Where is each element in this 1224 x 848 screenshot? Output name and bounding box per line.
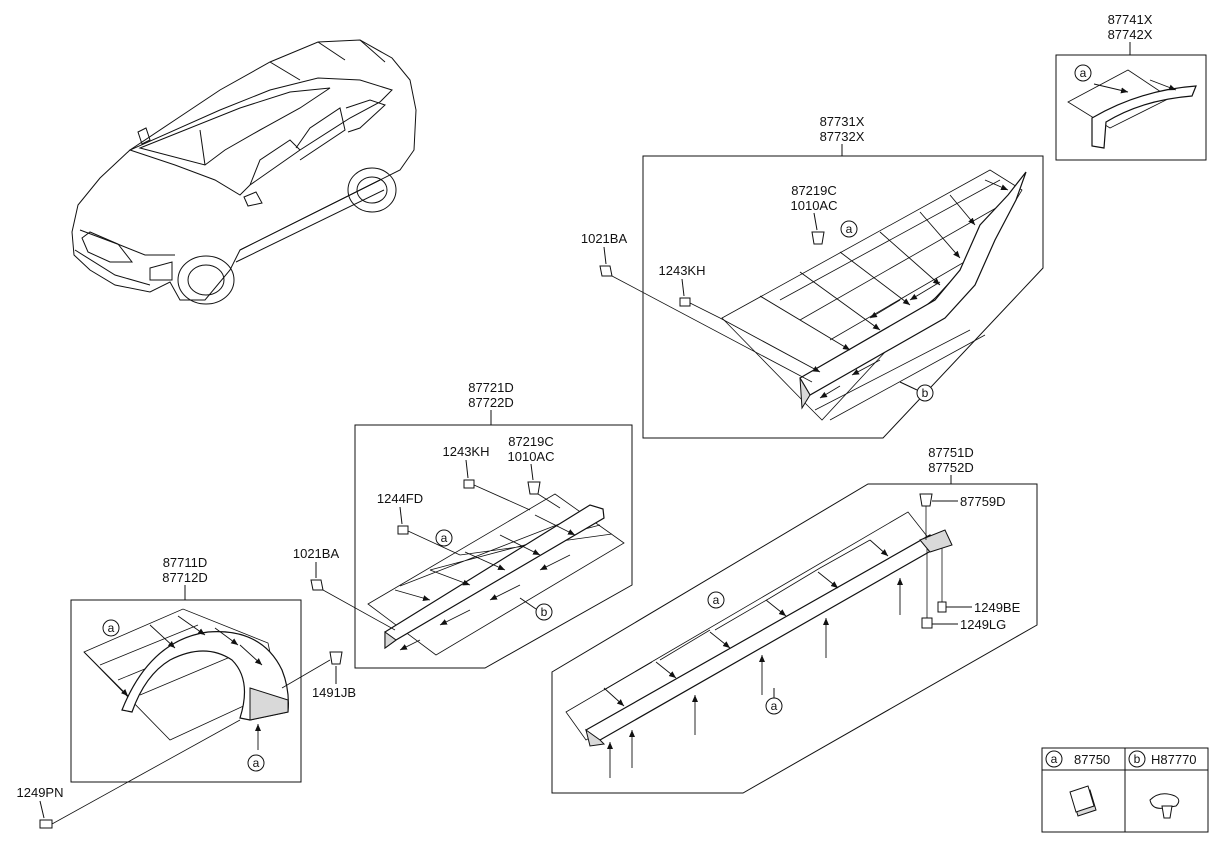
svg-text:a: a	[1051, 752, 1058, 766]
rocker-molding-87731x	[799, 171, 1027, 396]
clip-87219c-upper	[811, 231, 825, 245]
part-number-87751d: 87751D	[928, 445, 974, 460]
svg-text:1249LG: 1249LG	[960, 617, 1006, 632]
fastener-1249be: 1249BE	[937, 548, 1021, 615]
part-number-1010ac-mid: 1010AC	[508, 449, 555, 464]
part-number-87711d: 87711D	[163, 555, 208, 570]
legend-b-part-number: H87770	[1151, 752, 1197, 767]
svg-text:a: a	[108, 621, 115, 635]
callout-b-87731x: b	[916, 384, 934, 402]
part-number-87742x: 87742X	[1108, 27, 1153, 42]
svg-text:1244FD: 1244FD	[377, 491, 423, 506]
part-number-87732x: 87732X	[820, 129, 865, 144]
svg-text:a: a	[441, 531, 448, 545]
fastener-87759d: 87759D	[919, 493, 1006, 540]
svg-text:b: b	[541, 605, 548, 619]
svg-text:a: a	[253, 756, 260, 770]
svg-text:1491JB: 1491JB	[312, 685, 356, 700]
fastener-1021ba-upper: 1021BA	[581, 231, 813, 383]
fastener-1249pn: 1249PN	[17, 719, 241, 829]
part-number-87219c-upper: 87219C	[791, 183, 837, 198]
svg-text:1021BA: 1021BA	[581, 231, 628, 246]
fastener-1491jb: 1491JB	[281, 651, 356, 700]
callout-a-87731x: a	[840, 220, 858, 238]
frame-87731x	[642, 155, 1044, 439]
callout-a-87711d: a	[102, 619, 120, 637]
fastener-1021ba-mid: 1021BA	[293, 546, 396, 631]
side-sill-molding-87721d	[384, 504, 605, 650]
part-number-87721d: 87721D	[468, 380, 514, 395]
svg-text:1249BE: 1249BE	[974, 600, 1021, 615]
svg-text:a: a	[1080, 66, 1087, 80]
tape-pad-icon	[1069, 785, 1097, 817]
part-number-87741x: 87741X	[1108, 12, 1153, 27]
group-87741x: 87741X 87742X a	[1055, 12, 1207, 161]
svg-text:a: a	[713, 593, 720, 607]
callout-a-87751d: a	[707, 591, 725, 609]
svg-text:1249PN: 1249PN	[17, 785, 64, 800]
svg-text:1243KH: 1243KH	[443, 444, 490, 459]
part-number-87752d: 87752D	[928, 460, 974, 475]
frame-87711d	[70, 599, 302, 783]
clip-87219c-mid	[527, 481, 541, 495]
callout-b-87721d: b	[535, 603, 553, 621]
svg-text:b: b	[1134, 752, 1141, 766]
part-number-87722d: 87722D	[468, 395, 514, 410]
part-number-87219c-mid: 87219C	[508, 434, 554, 449]
fastener-1244fd: 1244FD	[377, 491, 461, 556]
legend-a-letter: a	[1045, 750, 1063, 768]
svg-text:1021BA: 1021BA	[293, 546, 340, 561]
wheel-arch-trim-87741x	[1091, 85, 1197, 149]
callout-a-87721d: a	[435, 529, 453, 547]
callout-a2-87751d: a	[765, 697, 783, 715]
frame-87741x	[1055, 54, 1207, 161]
fastener-1243kh-upper: 1243KH	[659, 263, 721, 319]
callout-a-87741x: a	[1074, 64, 1092, 82]
legend-table: a 87750 b H87770	[1041, 747, 1209, 833]
svg-text:87759D: 87759D	[960, 494, 1006, 509]
fastener-1249lg: 1249LG	[921, 548, 1006, 632]
group-87721d: 87721D 87722D 87219C 1010AC a b	[354, 380, 633, 669]
svg-text:a: a	[846, 222, 853, 236]
fastener-1243kh-mid: 1243KH	[443, 444, 531, 511]
group-87731x: 87731X 87732X 87219C 1010AC a b	[642, 114, 1044, 439]
part-number-1010ac-upper: 1010AC	[791, 198, 838, 213]
frame-87751d	[551, 483, 1038, 794]
frame-87721d	[354, 424, 633, 669]
part-number-87712d: 87712D	[162, 570, 208, 585]
callout-a2-87711d: a	[247, 754, 265, 772]
svg-text:b: b	[922, 386, 929, 400]
legend-b-letter: b	[1128, 750, 1146, 768]
legend-a-part-number: 87750	[1074, 752, 1110, 767]
vehicle-illustration	[71, 39, 417, 305]
svg-text:a: a	[771, 699, 778, 713]
svg-text:1243KH: 1243KH	[659, 263, 706, 278]
part-number-87731x: 87731X	[820, 114, 865, 129]
push-clip-icon	[1149, 793, 1180, 819]
group-87711d: 87711D 87712D a a	[70, 555, 302, 783]
group-87751d: 87751D 87752D a a	[551, 445, 1038, 794]
